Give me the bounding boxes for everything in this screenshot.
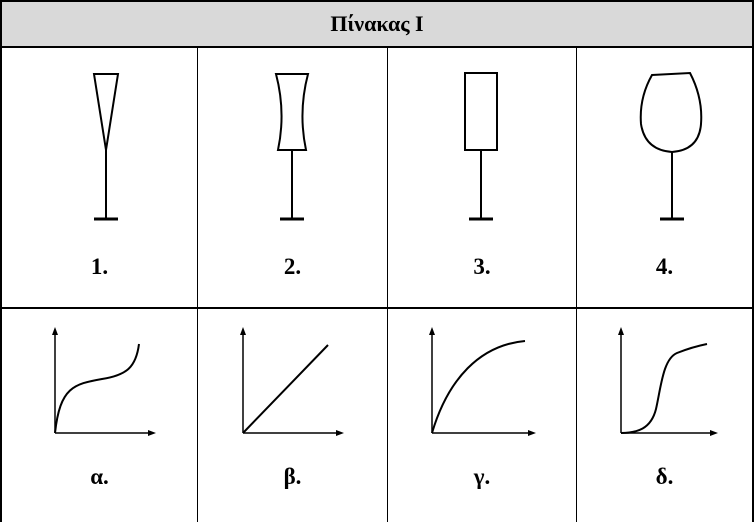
concave-glass-icon bbox=[274, 73, 310, 221]
table-divider-col-3 bbox=[576, 47, 577, 522]
graph-label-beta: β. bbox=[283, 464, 302, 489]
graph-beta bbox=[240, 327, 344, 436]
graph-cell-alpha: α. bbox=[2, 309, 197, 522]
cylinder-glass-icon bbox=[464, 72, 498, 221]
table-border-right bbox=[752, 0, 754, 522]
table-divider-rows bbox=[0, 307, 754, 309]
table-border-left bbox=[0, 0, 2, 522]
table-border-top bbox=[0, 0, 754, 2]
table-divider-col-1 bbox=[197, 47, 198, 522]
glass-cell-4: 4. bbox=[577, 48, 752, 307]
graph-cell-gamma: γ. bbox=[388, 309, 576, 522]
glass-label-1: 1. bbox=[90, 254, 109, 279]
glass-cell-3: 3. bbox=[388, 48, 576, 307]
graph-alpha bbox=[52, 327, 156, 436]
glass-cell-2: 2. bbox=[198, 48, 387, 307]
glass-label-3: 3. bbox=[473, 254, 491, 279]
graph-label-delta: δ. bbox=[655, 464, 674, 489]
graph-cell-beta: β. bbox=[198, 309, 387, 522]
glass-label-2: 2. bbox=[283, 254, 302, 279]
table-header-background bbox=[2, 2, 752, 46]
graph-cell-delta: δ. bbox=[577, 309, 752, 522]
table-divider-header bbox=[0, 46, 754, 48]
graph-delta bbox=[618, 327, 718, 436]
glass-label-4: 4. bbox=[655, 254, 674, 279]
graph-label-alpha: α. bbox=[90, 464, 109, 489]
table-title: Πίνακας Ι bbox=[330, 11, 424, 36]
cone-glass-icon bbox=[92, 73, 120, 221]
glass-cell-1: 1. bbox=[2, 48, 197, 307]
table-divider-col-2 bbox=[387, 47, 388, 522]
round-bowl-glass-icon bbox=[639, 71, 703, 221]
graph-label-gamma: γ. bbox=[473, 464, 491, 489]
graph-gamma bbox=[429, 327, 536, 436]
